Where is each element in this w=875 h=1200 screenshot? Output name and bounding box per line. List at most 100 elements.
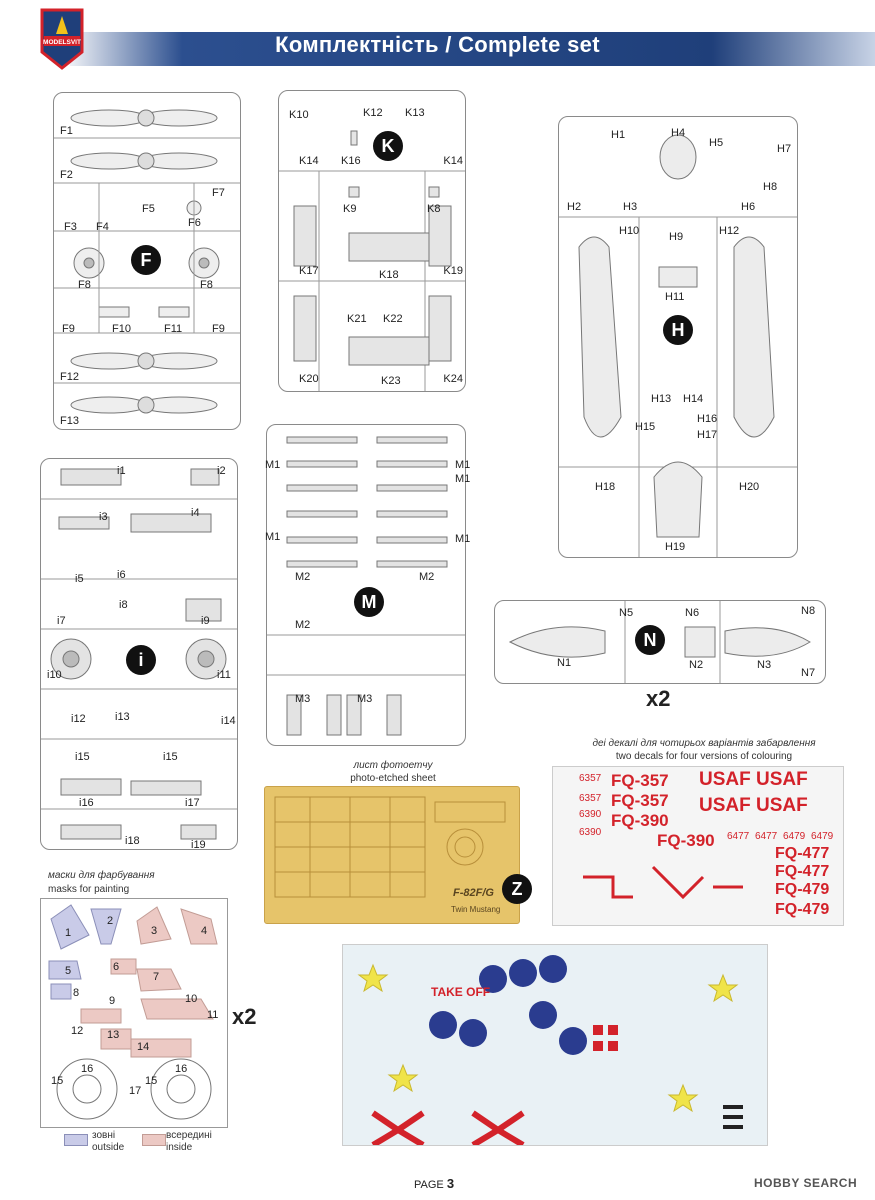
page-number-value: 3 [446,1176,455,1191]
legend-inside-swatch [142,1134,166,1146]
part-label: H12 [719,225,740,237]
part-label: K24 [443,373,463,385]
part-label: H4 [671,127,686,139]
page-title: Комплектність / Complete set [275,32,600,57]
decals-caption-ua: деі декалі для чотирьох варіантів забарв… [592,738,816,749]
sprue-i-drawing [41,468,237,840]
part-label: F3 [64,221,77,233]
part-label: H1 [611,129,626,141]
sprue-k: K10 K12 K13 K14 K16 K14 K9 K8 K17 K18 K1… [278,90,466,392]
header-banner [60,32,875,66]
watermark: HOBBY SEARCH [754,1176,858,1190]
sprue-i: i1 i2 i3 i4 i5 i6 i7 i8 i9 i10 i11 i12 i… [40,458,238,851]
part-label: F5 [142,203,155,215]
mask-number: 17 [129,1085,142,1097]
photoetch-plate-subtitle: Twin Mustang [451,905,501,914]
part-label: i9 [201,615,210,627]
part-label: K12 [363,107,383,119]
part-label: F6 [188,217,201,229]
part-label: N6 [685,607,700,619]
part-label: K22 [383,313,403,325]
part-label: K13 [405,107,425,119]
part-label: H16 [697,413,718,425]
legend-outside-en: outside [92,1142,125,1153]
sprue-k-badge: K [373,131,403,161]
part-label: H15 [635,421,656,433]
part-label: H5 [709,137,724,149]
decal-small-number: 6479 [783,831,806,842]
photoetch-detail [274,796,506,898]
part-label: i13 [115,711,130,723]
decal-marking: FQ-477 [775,863,830,880]
part-label: M2 [295,571,311,583]
part-label: i15 [163,751,178,763]
photoetch-caption-ua: лист фотоетчу [353,760,433,771]
part-label: i5 [75,573,84,585]
part-label: i10 [47,669,62,681]
mask-number: 15 [51,1075,64,1087]
mask-number: 7 [153,971,160,983]
part-label: N1 [557,657,572,669]
decal-small-number: 6357 [579,793,602,804]
svg-text:MODELSVIT: MODELSVIT [43,39,81,46]
part-label: F9 [212,323,225,335]
part-label: H20 [739,481,760,493]
part-label: K23 [381,375,401,387]
sprue-f-drawing [54,109,240,414]
part-label: i18 [125,835,140,847]
masks-multiplier: x2 [232,1004,257,1029]
mask-number: 12 [71,1025,84,1037]
sprue-h: H1 H4 H5 H7 H8 H2 H3 H6 H10 H9 H12 H11 H… [558,116,798,558]
decal-marking: USAF USAF [699,769,808,790]
part-label: i12 [71,713,86,725]
part-label: F11 [164,323,183,335]
sprue-k-drawing [279,130,465,391]
part-label: K16 [341,155,361,167]
sprue-h-drawing [559,134,797,557]
decals-caption-en: two decals for four versions of colourin… [615,751,793,762]
part-label: H9 [669,231,684,243]
part-label: N8 [801,605,816,617]
part-label: i16 [79,797,94,809]
sprue-m-drawing [267,436,465,736]
part-label: i4 [191,507,200,519]
decal-take-off-text: TAKE OFF [431,985,491,999]
part-label: i17 [185,797,200,809]
part-label: i15 [75,751,90,763]
legend-inside-en: inside [166,1142,193,1153]
part-label: H3 [623,201,638,213]
part-label: F8 [78,279,91,291]
part-label: K14 [299,155,319,167]
decal-marking: FQ-390 [657,831,715,850]
part-label: i1 [117,465,126,477]
part-label: K18 [379,269,399,281]
mask-number: 6 [113,961,120,973]
sprue-m-badge: M [354,587,384,617]
part-label: F7 [212,187,225,199]
mask-number: 10 [185,993,198,1005]
legend-outside-swatch [64,1134,88,1146]
part-label: H7 [777,143,792,155]
part-label: M1 [455,459,471,471]
decal-marking: FQ-479 [775,901,830,918]
part-label: K20 [299,373,319,385]
decal-sheet-artwork: TAKE OFF [342,944,768,1146]
mask-shapes [48,904,218,1120]
part-label: H6 [741,201,756,213]
part-label: F9 [62,323,75,335]
decal-small-number: 6479 [811,831,834,842]
part-label: H8 [763,181,778,193]
page-label: PAGE [414,1179,444,1191]
part-label: F13 [60,415,79,427]
decal-sheet-markings: 6357 6357 6390 6390 FQ-357 USAF USAF FQ-… [552,766,844,926]
mask-number: 15 [145,1075,158,1087]
photoetch-caption-en: photo-etched sheet [350,773,436,784]
photoetch-sheet: F-82F/G Twin Mustang [264,786,520,924]
legend-inside-ua: всередині [166,1130,212,1141]
part-label: M2 [295,619,311,631]
part-label: H18 [595,481,616,493]
part-label: H14 [683,393,704,405]
mask-number: 1 [65,927,72,939]
sprue-n-multiplier: x2 [646,686,671,711]
decal-small-number: 6357 [579,773,602,784]
